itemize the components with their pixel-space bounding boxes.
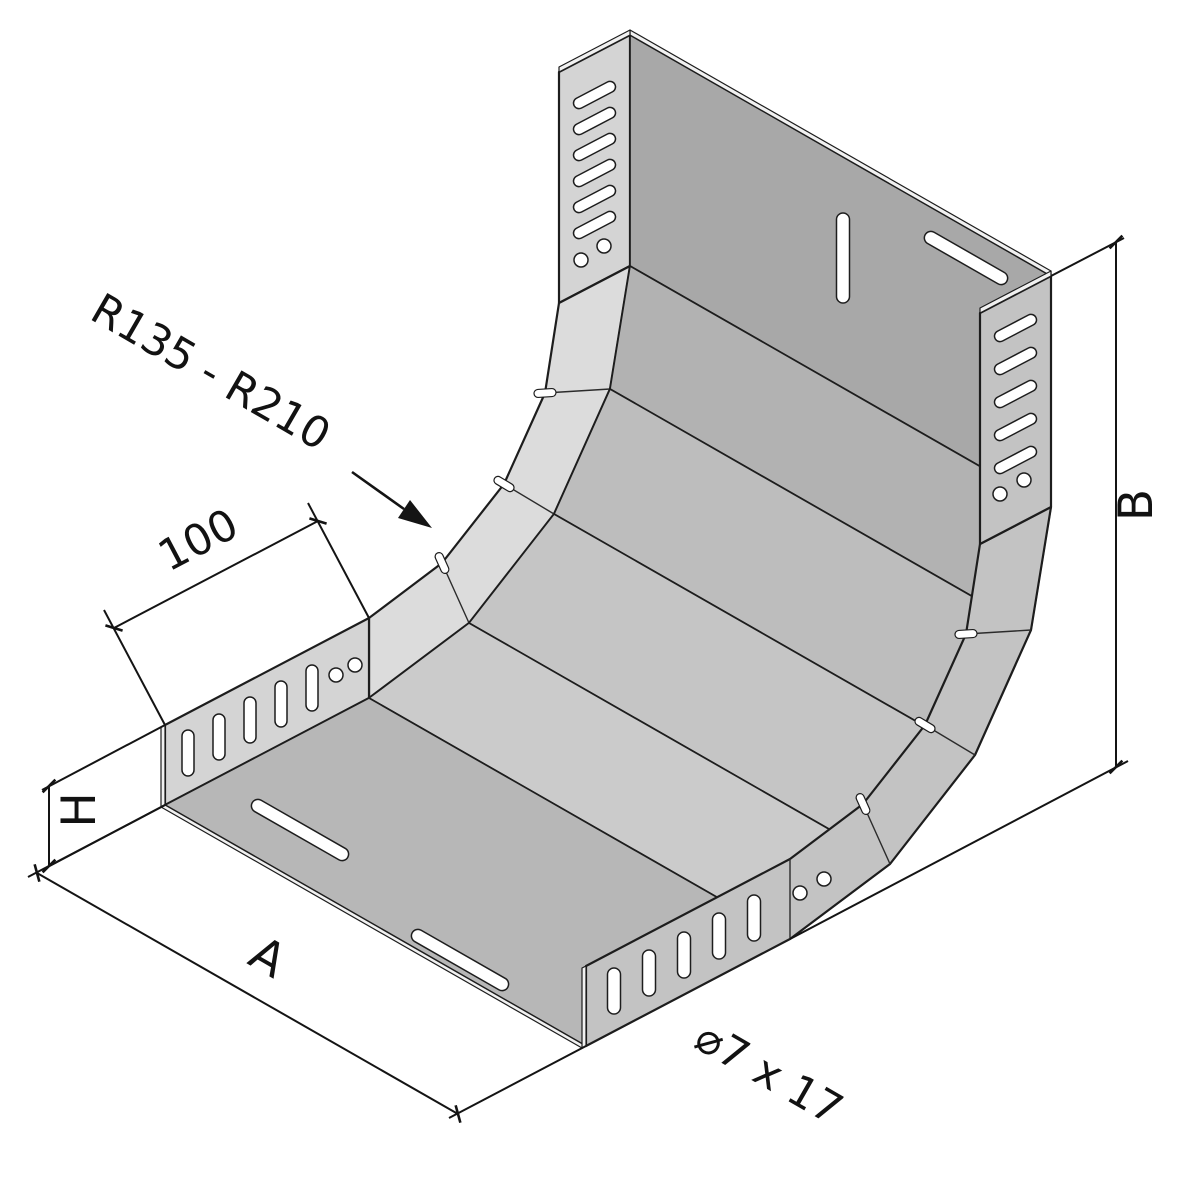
- slot-hole: [993, 379, 1038, 409]
- right-flange-inner: [978, 274, 1053, 546]
- slot-hole: [641, 949, 657, 997]
- slot-hole: [572, 210, 617, 240]
- right-flange-face: [978, 274, 1053, 546]
- dim-height: H: [41, 724, 166, 874]
- dim-tick: [105, 624, 123, 632]
- slot-hole: [835, 212, 851, 304]
- slot-size-label: ⌀7 x 17: [687, 1012, 851, 1135]
- extension-line: [27, 804, 166, 878]
- radius-leader-line: [351, 470, 405, 511]
- slot-hole: [711, 912, 727, 960]
- height-label: H: [52, 792, 107, 827]
- segment-step-tab: [533, 387, 557, 399]
- slot-hole: [993, 445, 1038, 475]
- dim-tick: [309, 517, 327, 525]
- bolt-hole: [328, 667, 344, 683]
- radius-label: R135 - R210: [83, 284, 339, 461]
- vertical-run-far-flange: [557, 33, 632, 305]
- slot-hole: [274, 680, 288, 728]
- slot-hole: [606, 967, 622, 1015]
- dimension-line: [113, 520, 319, 629]
- slot-hole: [572, 184, 617, 214]
- slot-hole: [746, 894, 762, 942]
- dim-rise: B: [789, 234, 1164, 940]
- segment-step-tab: [954, 628, 978, 640]
- dimension-line: [36, 872, 459, 1115]
- bolt-hole: [1016, 472, 1032, 488]
- width-label: A: [240, 926, 295, 990]
- segment-step-tab: [434, 552, 450, 574]
- slot-hole: [572, 158, 617, 188]
- dim-tick: [454, 1104, 462, 1124]
- tray-base-segments: [164, 34, 1052, 1047]
- segment-step-tab: [914, 716, 936, 734]
- dim-radius: R135 - R210: [83, 284, 432, 528]
- slot-hole: [993, 412, 1038, 442]
- extension-line: [789, 760, 1129, 940]
- dim-slot-size: ⌀7 x 17: [687, 1012, 851, 1135]
- dim-tick: [1108, 234, 1124, 250]
- open-end-face-far-wall: [160, 724, 166, 808]
- straight-length-label: 100: [151, 499, 247, 581]
- slot-hole: [676, 931, 692, 979]
- bolt-hole: [347, 657, 363, 673]
- slot-hole: [212, 713, 226, 761]
- bolt-hole: [992, 486, 1008, 502]
- slot-hole: [923, 230, 1009, 286]
- slot-hole: [993, 346, 1038, 376]
- slot-hole: [181, 729, 195, 777]
- slot-hole: [572, 80, 617, 110]
- slot-hole: [305, 664, 319, 712]
- dim-tick: [33, 863, 41, 883]
- top-end-face-flange: [558, 29, 631, 73]
- bolt-hole: [596, 238, 612, 254]
- radius-arrow-icon: [398, 500, 432, 528]
- segment-step-tab: [493, 475, 515, 493]
- dim-tick: [41, 778, 57, 794]
- open-end-face-near-wall: [581, 965, 587, 1049]
- slot-hole: [243, 696, 257, 744]
- end-faces: [160, 29, 1052, 1049]
- rise-label: B: [1109, 489, 1164, 521]
- slot-hole: [410, 928, 510, 992]
- slot-hole: [572, 132, 617, 162]
- extension-line: [41, 724, 166, 791]
- segment-step-tab: [855, 793, 871, 815]
- extension-line: [448, 1045, 587, 1119]
- dim-tick: [1108, 759, 1124, 775]
- bolt-hole: [792, 885, 808, 901]
- slot-hole: [993, 313, 1038, 343]
- top-end-face-right: [979, 270, 1052, 314]
- bolt-hole: [573, 252, 589, 268]
- slot-hole: [250, 798, 350, 862]
- slot-hole: [572, 106, 617, 136]
- bolt-hole: [816, 871, 832, 887]
